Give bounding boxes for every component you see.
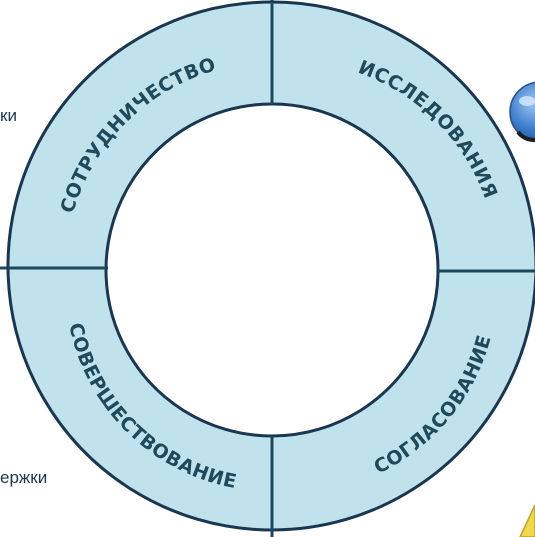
side-text-top: ки: [0, 106, 17, 125]
side-text-bottom: ержки: [0, 468, 48, 487]
blue-ball-icon: [509, 81, 535, 143]
warning-triangle-icon: [519, 504, 535, 537]
ring-body: [6, 0, 535, 532]
